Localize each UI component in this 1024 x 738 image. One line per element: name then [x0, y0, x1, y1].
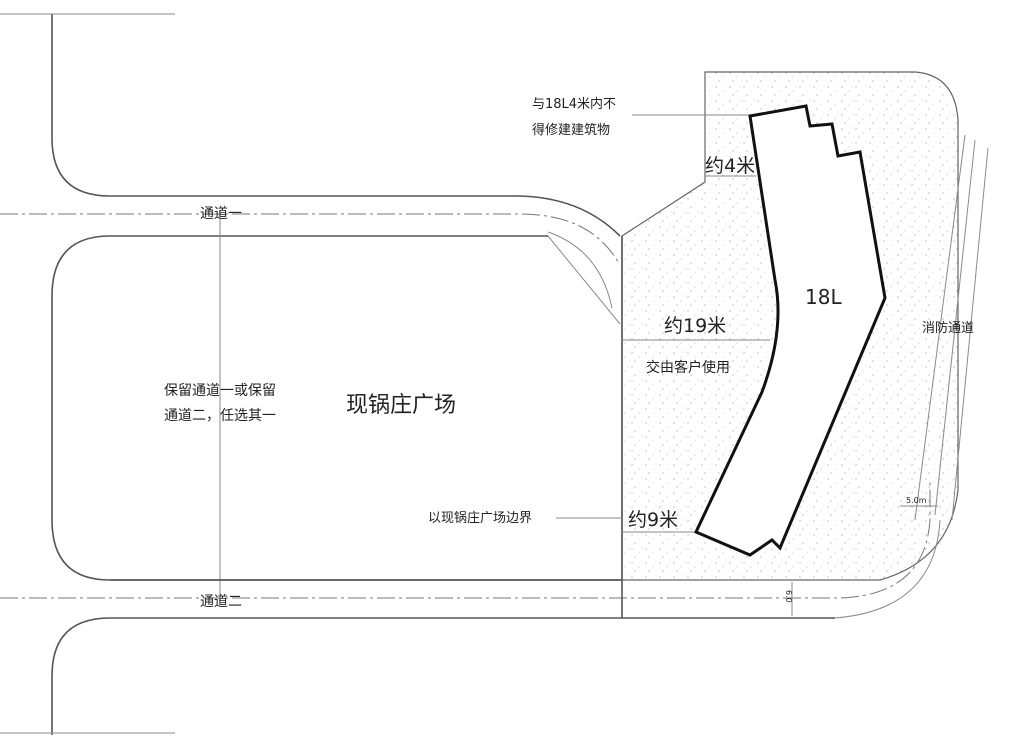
label-setback-1: 与18L4米内不	[532, 96, 616, 112]
curve-line-b	[547, 235, 621, 325]
plaza-outline	[51, 235, 622, 581]
label-plaza-boundary: 以现锅庄广场边界	[428, 510, 532, 526]
channel-one-centerline	[0, 213, 619, 263]
building-18l	[693, 104, 887, 557]
label-setback-2: 得修建建筑物	[532, 122, 610, 138]
curve-line-a	[547, 231, 613, 309]
label-channel-two: 通道二	[200, 594, 242, 610]
label-fire-lane: 消防通道	[922, 320, 974, 336]
channel-two-bottom-curve	[834, 519, 941, 619]
label-dim-right: 5.0m	[906, 496, 927, 505]
fire-lane-line-2	[934, 139, 976, 516]
label-keep-note-2: 通道二，任选其一	[164, 408, 276, 424]
label-plaza: 现锅庄广场	[346, 393, 456, 418]
fire-lane-line-1	[914, 134, 966, 521]
road-lower-left	[51, 617, 835, 735]
label-hand-over: 交由客户使用	[646, 359, 730, 376]
label-building: 18L	[805, 285, 842, 309]
road-upper-left	[51, 14, 621, 237]
label-keep-note-1: 保留通道一或保留	[164, 383, 276, 399]
label-dist-4m: 约4米	[705, 155, 755, 177]
label-dist-9m: 约9米	[628, 509, 678, 531]
label-channel-one: 通道一	[200, 206, 242, 222]
label-dist-19m: 约19米	[664, 315, 726, 337]
fire-lane-line-3	[951, 147, 989, 521]
label-dim-bottom: 6.0	[784, 590, 793, 603]
channel-two-centerline	[0, 480, 931, 599]
